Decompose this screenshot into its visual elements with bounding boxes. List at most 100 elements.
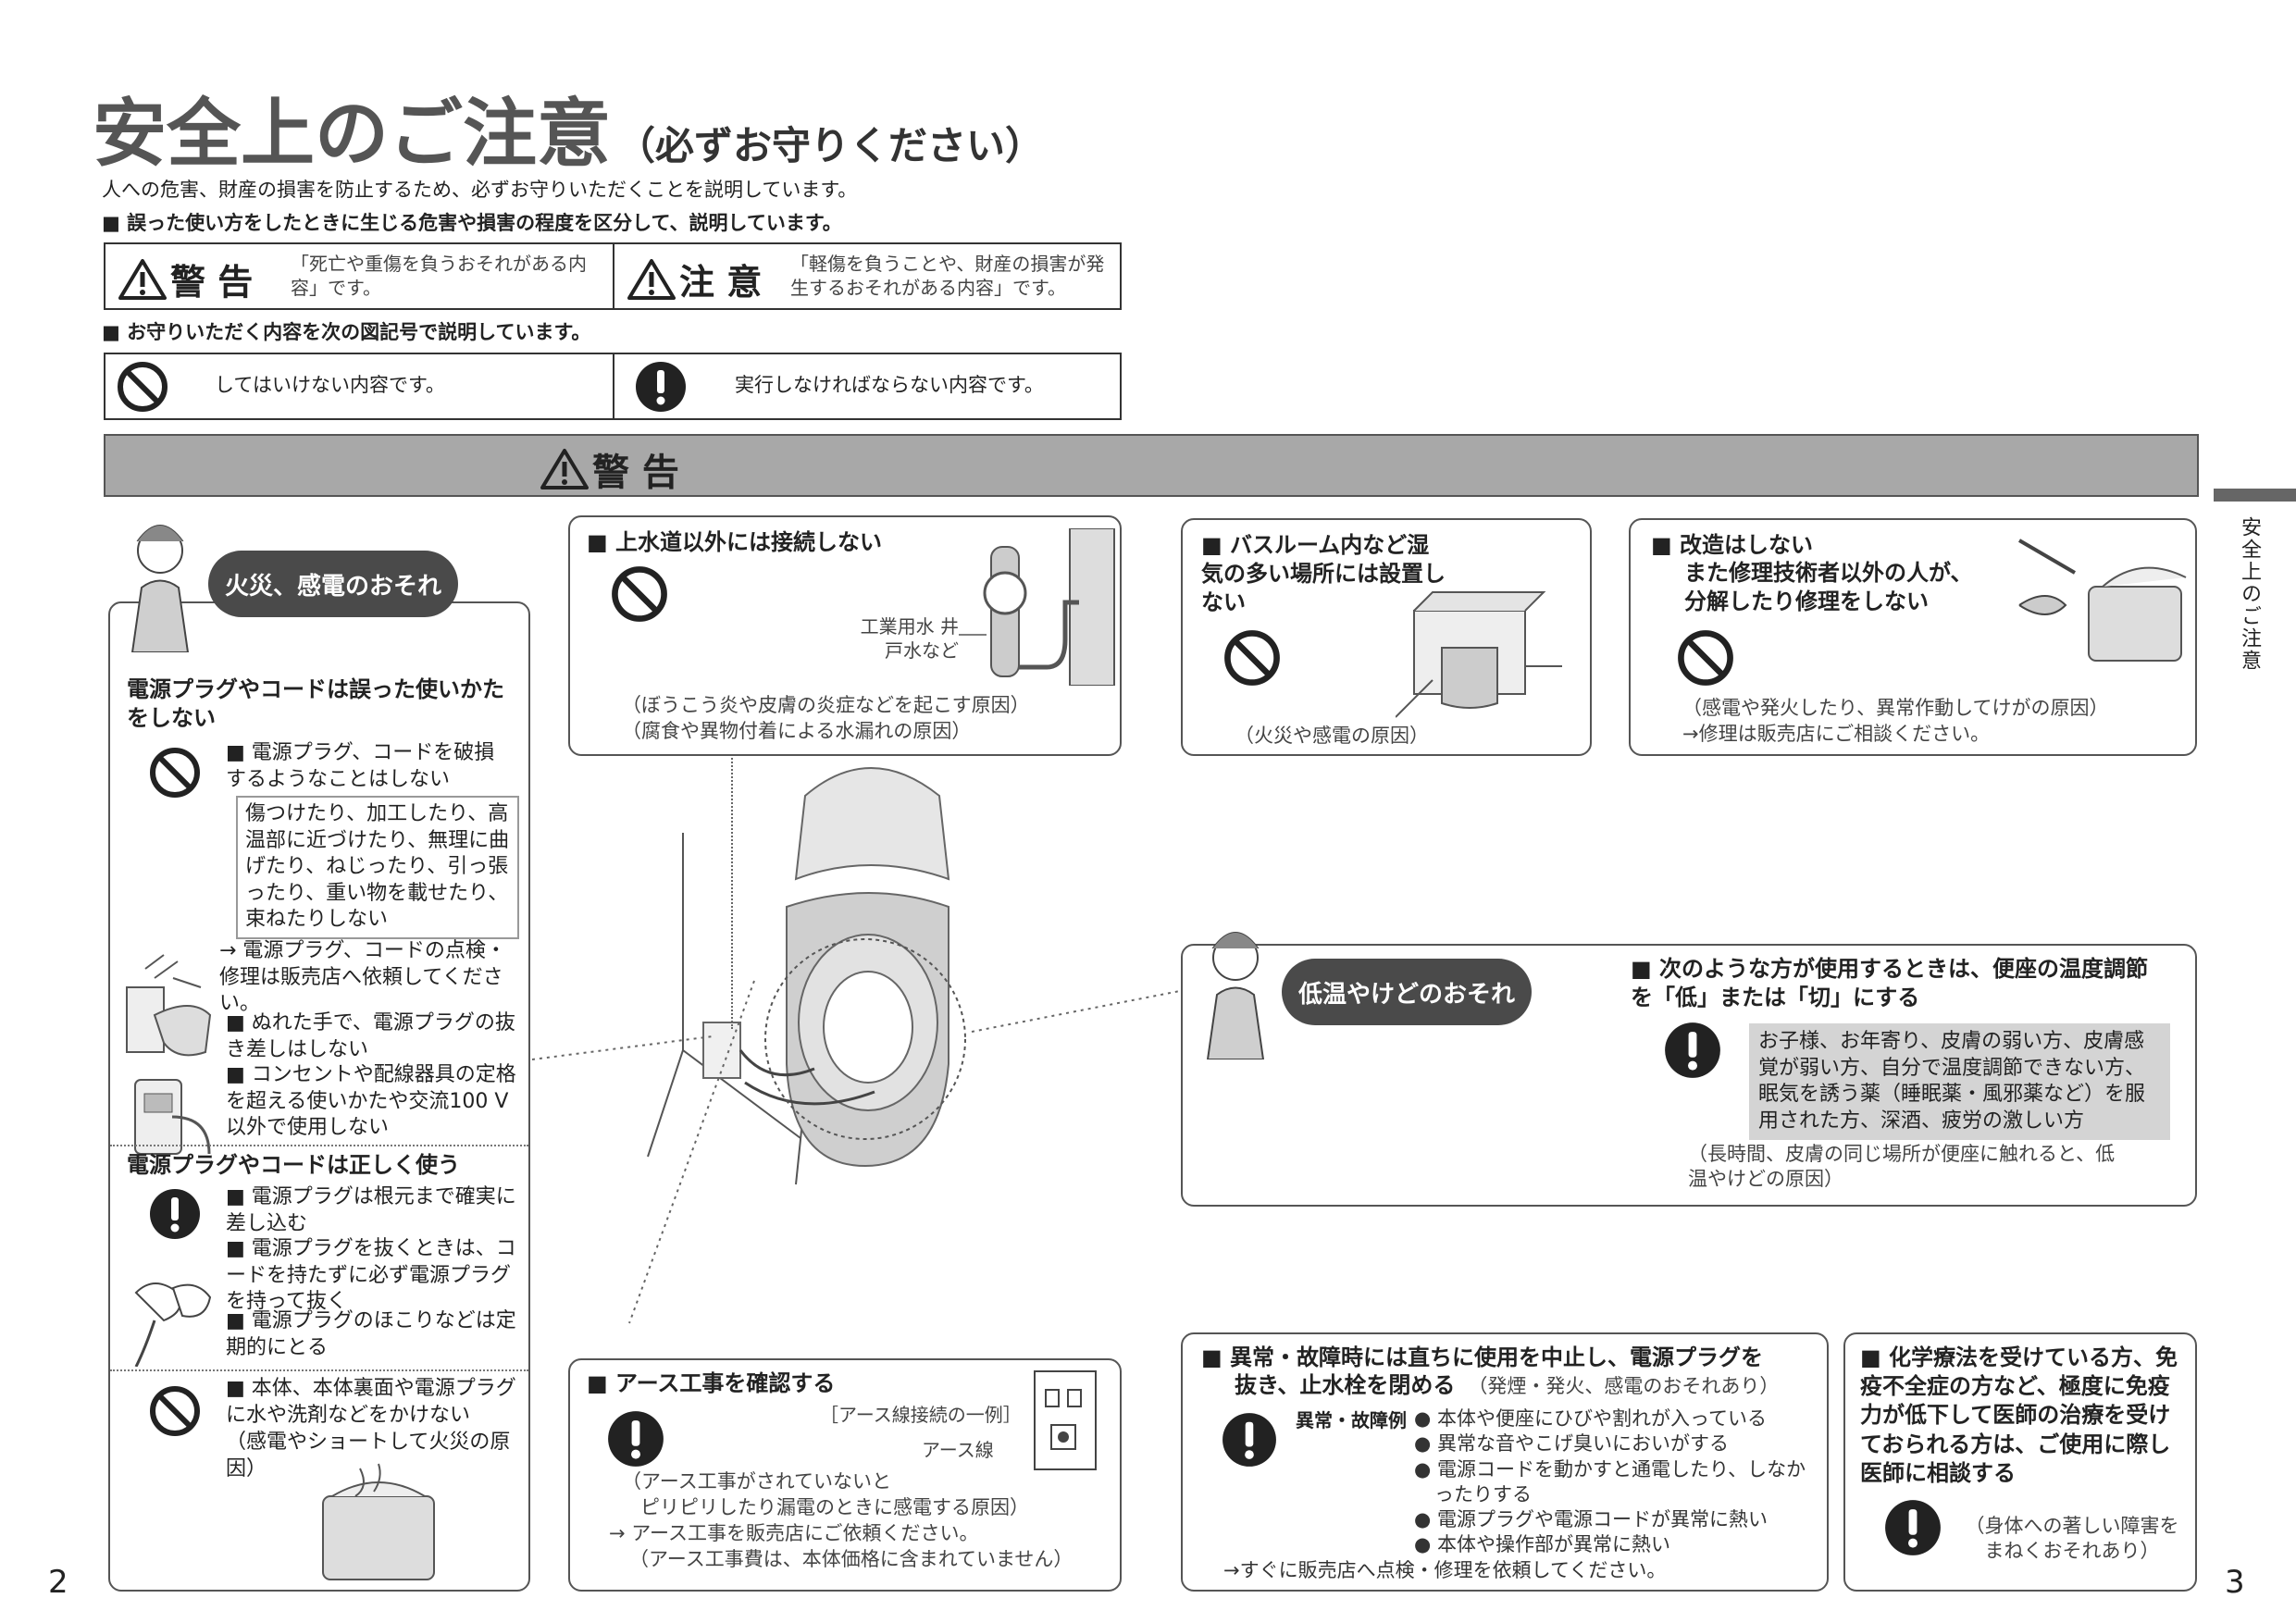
left-item1: 電源プラグ、コードを破損するようなことはしない [226, 740, 513, 793]
leader-line [628, 980, 755, 1324]
left-heading1: 電源プラグやコードは誤った使いかたをしない [127, 676, 504, 732]
earth-work-box: アース工事を確認する ［アース線接続の一例］ アース線 （アース工事がされていな… [568, 1358, 1122, 1592]
fault-box-footer: →すぐに販売店へ点検・修理を依頼してください。 [1223, 1559, 1667, 1581]
mandatory-icon [636, 362, 686, 412]
fire-shock-cloud: 火災、感電のおそれ [208, 551, 458, 617]
section2-heading: ■ お守りいただく内容を次の図記号で説明しています。 [102, 321, 591, 343]
earth-box-reason2: ピリピリしたり漏電のときに感電する原因） [640, 1496, 1029, 1518]
warning-triangle-icon [540, 449, 589, 489]
bath-box-reason: （火災や感電の原因） [1235, 725, 1429, 747]
prohibition-icon [118, 362, 168, 412]
toilet-illustration [647, 767, 966, 1185]
intro-text: 人への危害、財産の損害を防止するため、必ずお守りいただくことを説明しています。 [102, 179, 858, 201]
mandatory-icon [1665, 1022, 1720, 1078]
lowtemp-box-title: 次のような方が使用するときは、便座の温度調節を「低」または「切」にする [1631, 955, 2149, 1012]
tools-toilet-icon [2017, 539, 2187, 662]
leader-line [971, 989, 1185, 1033]
section1-heading: ■ 誤った使い方をしたときに生じる危害や損害の程度を区分して、説明しています。 [102, 212, 842, 234]
page-title: 安全上のご注意 [93, 91, 611, 177]
water-box-title: 上水道以外には接続しない [587, 528, 882, 557]
chemo-box-title: 化学療法を受けている方、免疫不全症の方など、極度に免疫力が低下して医師の治療を受… [1860, 1344, 2189, 1488]
fault-item-text: 本体や便座にひびや割れが入っている [1437, 1407, 1767, 1430]
caution-legend: 注 意 [627, 254, 762, 304]
modify-box-title2: また修理技術者以外の人が、分解したり修理をしない [1684, 560, 1973, 615]
fault-item: ● 電源プラグや電源コードが異常に熱い [1414, 1508, 1768, 1531]
outlet-hand-icon [126, 954, 212, 1057]
chemo-box-reason: （身体への著しい障害をまねくおそれあり） [1965, 1515, 2179, 1563]
modify-box-title1: 改造はしない [1651, 531, 1813, 560]
left-item4: コンセントや配線器具の定格を超える使いかたや交流100 V以外で使用しない [226, 1062, 517, 1142]
fault-box-title-paren: （発煙・発火、感電のおそれあり） [1468, 1375, 1780, 1397]
mandatory-icon [608, 1411, 664, 1467]
toilet-water-splash-icon [322, 1463, 435, 1580]
banner-label: 警 告 [592, 452, 679, 494]
page-number-left: 2 [48, 1564, 68, 1601]
water-box-label: 工業用水 井戸水など [860, 615, 959, 662]
lowtemp-box-note: お子様、お年寄り、皮膚の弱い方、皮膚感覚が弱い方、自分で温度調節できない方、眠気… [1749, 1023, 2170, 1141]
fault-box-title2: 抜き、止水栓を閉める [1235, 1372, 1456, 1398]
water-supply-box: 上水道以外には接続しない 工業用水 井戸水など （ぼうこう炎や皮膚の炎症などを起… [568, 515, 1122, 756]
mandatory-icon [1885, 1500, 1941, 1555]
left-note1: 傷つけたり、加工したり、高温部に近づけたり、無理に曲げたり、ねじったり、引っ張っ… [236, 796, 519, 939]
unplug-hands-icon [134, 1282, 212, 1367]
modification-box: 改造はしない また修理技術者以外の人が、分解したり修理をしない （感電や発火した… [1629, 518, 2197, 756]
fault-box-title1: 異常・故障時には直ちに使用を中止し、電源プラグを [1201, 1344, 1763, 1372]
severity-legend: 警 告 「死亡や重傷を負うおそれがある内容」です。 注 意 「軽傷を負うことや、… [104, 242, 1122, 310]
lowtemp-box-reason: （長時間、皮膚の同じ場所が便座に触れると、低温やけどの原因） [1688, 1143, 2116, 1191]
warning-description: 「死亡や重傷を負うおそれがある内容」です。 [291, 253, 587, 299]
power-strip-icon [134, 1079, 211, 1155]
mandatory-description: 実行しなければならない内容です。 [735, 374, 1044, 396]
left-item5: 電源プラグは根元まで確実に差し込む [226, 1184, 517, 1237]
fault-item-text: 本体や操作部が異常に熱い [1437, 1533, 1670, 1556]
fault-items-list: ● 本体や便座にひびや割れが入っている ● 異常な音やこげ臭いにおいがする ● … [1414, 1406, 1821, 1558]
left-item8-reason: （感電やショートして火災の原因） [226, 1431, 511, 1481]
bathroom-humid-icon [1396, 591, 1562, 718]
left-item6: 電源プラグを抜くときは、コードを持たずに必ず電源プラグを持って抜く [226, 1236, 517, 1316]
leader-line [531, 1035, 714, 1060]
page-number-right: 3 [2225, 1564, 2245, 1601]
woman-warning-figure [130, 525, 190, 652]
caution-triangle-icon [627, 258, 676, 300]
warning-legend: 警 告 [118, 254, 253, 304]
prohibition-icon [1224, 630, 1280, 686]
left-item8: 本体、本体裏面や電源プラグに水や洗剤などをかけない [226, 1376, 517, 1429]
fault-item: ● 本体や操作部が異常に熱い [1414, 1533, 1670, 1556]
symbol-legend: してはいけない内容です。 実行しなければならない内容です。 [104, 353, 1122, 420]
lowtemp-box-title-text: 次のような方が使用するときは、便座の温度調節を「低」または「切」にする [1631, 956, 2148, 1010]
side-tab-label: 安全上のご注意 [2238, 516, 2261, 672]
prohibition-icon [612, 566, 667, 622]
prohibition-icon [150, 1386, 200, 1436]
caution-description: 「軽傷を負うことや、財産の損害が発生するおそれがある内容」です。 [790, 253, 1105, 299]
left-panel: 電源プラグやコードは誤った使いかたをしない 電源プラグ、コードを破損するようなこ… [108, 601, 530, 1592]
fault-item-text: 電源プラグや電源コードが異常に熱い [1437, 1508, 1768, 1531]
earth-box-example: ［アース線接続の一例］ [820, 1404, 1022, 1426]
fault-item: ● 本体や便座にひびや割れが入っている [1414, 1407, 1767, 1430]
low-temp-cloud: 低温やけどのおそれ [1282, 959, 1532, 1025]
water-pipe-icon [959, 528, 1115, 686]
bath-box-title: バスルーム内など湿気の多い場所には設置しない [1201, 531, 1451, 618]
fault-example-label: 異常・故障例 [1296, 1409, 1407, 1431]
caution-label: 注 意 [679, 262, 763, 303]
prohibition-description: してはいけない内容です。 [215, 374, 445, 396]
mandatory-icon [1222, 1413, 1276, 1467]
page-title-paren: （必ずお守りください） [616, 123, 1045, 168]
fault-item-text: 異常な音やこげ臭いにおいがする [1437, 1432, 1729, 1456]
fault-stop-box: 異常・故障時には直ちに使用を中止し、電源プラグを 抜き、止水栓を閉める （発煙・… [1181, 1332, 1829, 1592]
fault-item: ● 電源コードを動かすと通電したり、しなかったりする [1414, 1457, 1806, 1505]
earth-box-reason3: → アース工事を販売店にご依頼ください。 [609, 1522, 979, 1544]
chemotherapy-box: 化学療法を受けている方、免疫不全症の方など、極度に免疫力が低下して医師の治療を受… [1843, 1332, 2197, 1592]
modify-box-reason1: （感電や発火したり、異常作動してけがの原因） [1682, 697, 2109, 719]
modify-box-reason2: →修理は販売店にご相談ください。 [1682, 723, 1991, 745]
left-item7: 電源プラグのほこりなどは定期的にとる [226, 1308, 517, 1361]
earth-box-reason4: （アース工事費は、本体価格に含まれていません） [629, 1548, 1074, 1570]
earth-outlet-icon [1034, 1370, 1097, 1470]
warning-banner: 警 告 [104, 434, 2199, 497]
left-heading2: 電源プラグやコードは正しく使う [127, 1152, 460, 1178]
bathroom-box: バスルーム内など湿気の多い場所には設置しない （火災や感電の原因） [1181, 518, 1592, 756]
left-item2: → 電源プラグ、コードの点検・修理は販売店へ依頼してください。 [219, 939, 506, 1016]
page-heading: 安全上のご注意 （必ずお守りください） [93, 74, 1044, 181]
mandatory-icon [150, 1189, 200, 1239]
earth-box-title: アース工事を確認する [587, 1369, 835, 1398]
side-tab-bar [2214, 489, 2296, 502]
fault-item: ● 異常な音やこげ臭いにおいがする [1414, 1432, 1729, 1456]
